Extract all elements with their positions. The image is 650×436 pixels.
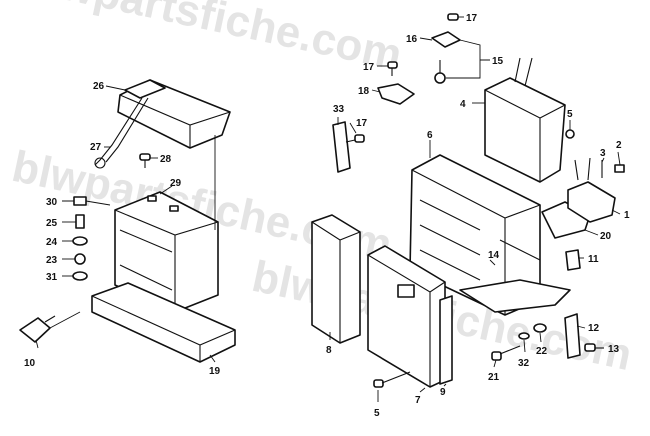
callout-5-bottom: 5 bbox=[374, 408, 380, 419]
callout-14: 14 bbox=[488, 250, 500, 261]
callout-17-middle: 17 bbox=[363, 62, 375, 73]
battery bbox=[114, 191, 219, 313]
leader-lines bbox=[35, 16, 621, 402]
clip-11 bbox=[565, 249, 581, 271]
sensor-10 bbox=[19, 315, 56, 343]
callout-11: 11 bbox=[588, 254, 599, 265]
callout-13: 13 bbox=[608, 344, 620, 355]
washers bbox=[518, 323, 547, 340]
callout-15: 15 bbox=[492, 56, 504, 67]
callout-22: 22 bbox=[536, 346, 548, 357]
callout-12: 12 bbox=[588, 323, 600, 334]
bracket-33 bbox=[332, 121, 351, 173]
clamp-18 bbox=[377, 83, 415, 105]
bracket-12 bbox=[564, 313, 581, 359]
screw-17-top bbox=[387, 61, 398, 76]
clip-assembly bbox=[431, 13, 461, 84]
callout-21: 21 bbox=[488, 372, 500, 383]
screw-28 bbox=[139, 153, 151, 168]
callout-10: 10 bbox=[24, 358, 36, 369]
callout-17-lower: 17 bbox=[356, 118, 368, 129]
battery-cover bbox=[117, 79, 231, 149]
callout-30: 30 bbox=[46, 197, 58, 208]
lower-bracket bbox=[459, 279, 571, 313]
callout-16: 16 bbox=[406, 34, 418, 45]
screw-5-top bbox=[565, 129, 575, 139]
screw-13 bbox=[584, 343, 604, 352]
screw-17-mid bbox=[345, 134, 365, 143]
strip-9 bbox=[439, 295, 453, 385]
terminal-hardware bbox=[72, 196, 88, 281]
control-module bbox=[484, 57, 566, 183]
watermark-top: blwpartsfiche.com bbox=[18, 0, 406, 80]
bolt-21 bbox=[491, 345, 521, 361]
callout-28: 28 bbox=[160, 154, 172, 165]
battery-tray bbox=[91, 282, 236, 363]
callout-29: 29 bbox=[170, 178, 182, 189]
panel-7 bbox=[367, 245, 446, 388]
callout-1: 1 bbox=[624, 210, 630, 221]
callout-4: 4 bbox=[460, 99, 466, 110]
callout-31: 31 bbox=[46, 272, 58, 283]
callout-2: 2 bbox=[616, 140, 622, 151]
callout-33: 33 bbox=[333, 104, 345, 115]
callout-25: 25 bbox=[46, 218, 58, 229]
callout-8: 8 bbox=[326, 345, 332, 356]
callout-9: 9 bbox=[440, 387, 446, 398]
callout-18: 18 bbox=[358, 86, 370, 97]
callout-5-top: 5 bbox=[567, 109, 573, 120]
connector-1 bbox=[567, 157, 616, 223]
callout-6: 6 bbox=[427, 130, 433, 141]
callout-26: 26 bbox=[93, 81, 105, 92]
cover-8 bbox=[311, 214, 361, 344]
hold-down-strap bbox=[94, 97, 149, 169]
callout-3: 3 bbox=[600, 148, 606, 159]
callout-20: 20 bbox=[600, 231, 612, 242]
callout-19: 19 bbox=[209, 366, 221, 377]
callout-17-top: 17 bbox=[466, 13, 478, 24]
callout-23: 23 bbox=[46, 255, 58, 266]
small-parts bbox=[601, 160, 625, 178]
callout-32: 32 bbox=[518, 358, 530, 369]
callout-24: 24 bbox=[46, 237, 58, 248]
callout-7: 7 bbox=[415, 395, 421, 406]
screw-5-bottom bbox=[373, 371, 411, 388]
callout-labels: 1 2 3 4 5 5 6 7 8 9 10 11 12 13 14 15 16… bbox=[24, 13, 630, 419]
callout-27: 27 bbox=[90, 142, 102, 153]
